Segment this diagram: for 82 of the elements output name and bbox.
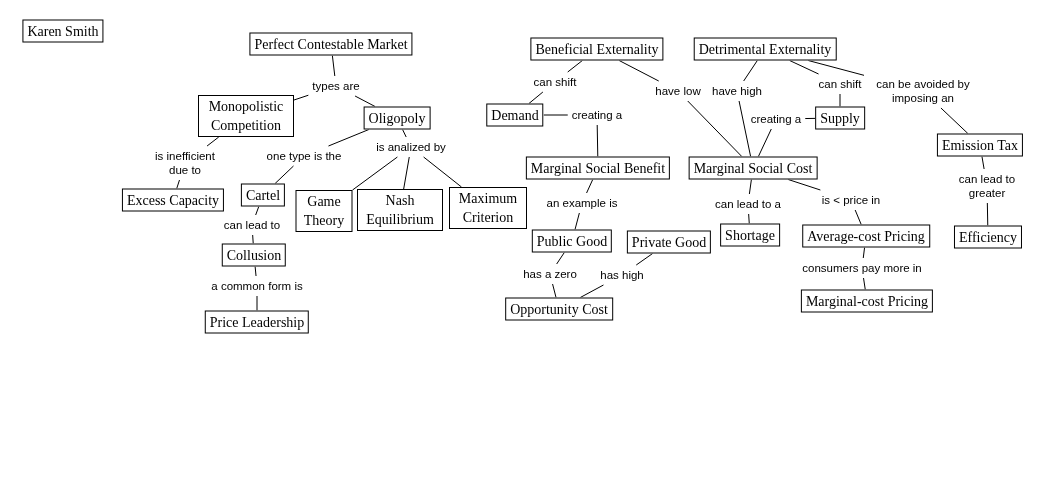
concept-box: Price Leadership <box>204 310 310 334</box>
linking-phrase: has a zero <box>522 267 578 281</box>
linking-phrase: is < price in <box>820 193 882 207</box>
concept-box: Emission Tax <box>936 133 1024 157</box>
concept-box: Marginal Social Cost <box>688 156 818 180</box>
concept-box: Opportunity Cost <box>505 297 613 321</box>
connector-line <box>862 247 866 259</box>
concept-box: Nash Equilibrium <box>357 189 443 231</box>
linking-phrase: can lead to a <box>714 197 782 211</box>
concept-box: Shortage <box>720 223 780 247</box>
connector-line <box>528 91 544 104</box>
concept-box: Demand <box>486 103 544 127</box>
connector-line <box>403 156 410 190</box>
linking-phrase: consumers pay more in <box>801 261 923 275</box>
concept-box: Monopolistic Competition <box>198 95 294 137</box>
concept-box: Detrimental Externality <box>693 37 837 61</box>
connector-line <box>543 114 569 116</box>
linking-phrase: have low <box>654 84 702 98</box>
concept-box: Supply <box>815 106 865 130</box>
connector-line <box>254 266 257 277</box>
connector-line <box>423 156 462 188</box>
linking-phrase: an example is <box>545 196 619 210</box>
connector-line <box>839 93 841 107</box>
connector-line <box>206 136 220 147</box>
concept-box: Oligopoly <box>363 106 431 130</box>
concept-box: Marginal-cost Pricing <box>800 289 934 313</box>
connector-line <box>863 277 866 290</box>
connector-line <box>981 156 985 170</box>
connector-line <box>331 55 336 77</box>
linking-phrase: can lead to <box>222 218 282 232</box>
linking-phrase: creating a <box>570 108 624 122</box>
connector-line <box>579 284 604 298</box>
connector-line <box>402 129 407 138</box>
connector-line <box>854 209 862 225</box>
connector-line <box>940 107 969 134</box>
concept-box: Efficiency <box>954 225 1022 249</box>
connector-line <box>574 212 580 230</box>
connector-line <box>274 165 294 184</box>
connector-line <box>748 179 752 195</box>
concept-box: Beneficial Externality <box>530 37 664 61</box>
linking-phrase: is analized by <box>375 140 447 154</box>
connector-line <box>256 295 258 311</box>
connector-line <box>293 94 309 101</box>
concept-box: Karen Smith <box>22 19 104 43</box>
linking-phrase: one type is the <box>265 149 343 163</box>
concept-box: Perfect Contestable Market <box>249 32 413 56</box>
connector-line <box>743 60 758 82</box>
linking-phrase: can shift <box>532 75 578 89</box>
concept-box: Marginal Social Benefit <box>525 156 671 180</box>
connector-line <box>748 213 750 224</box>
concept-box: Private Good <box>626 230 712 254</box>
concept-box: Public Good <box>531 229 613 253</box>
connector-line <box>352 156 398 191</box>
connector-line <box>255 206 260 216</box>
connector-line <box>252 234 254 244</box>
concept-box: Excess Capacity <box>121 188 225 212</box>
connector-line <box>687 100 743 157</box>
connector-line <box>635 253 654 266</box>
connector-line <box>567 60 583 73</box>
connector-line <box>618 60 660 82</box>
concept-box: Cartel <box>240 183 286 207</box>
linking-phrase: has high <box>599 268 645 282</box>
connector-line <box>804 117 816 120</box>
connector-line <box>596 124 599 157</box>
linking-phrase: have high <box>711 84 763 98</box>
linking-phrase: can shift <box>817 77 863 91</box>
linking-phrase: types are <box>311 79 361 93</box>
connector-line <box>586 179 594 194</box>
connector-line <box>556 252 565 265</box>
linking-phrase: creating a <box>749 112 803 126</box>
connector-line <box>757 128 772 157</box>
linking-phrase: a common form is <box>210 279 304 293</box>
concept-box: Average-cost Pricing <box>802 224 930 248</box>
connector-line <box>552 283 557 298</box>
connector-line <box>986 202 989 226</box>
connector-line <box>176 179 180 189</box>
connector-line <box>354 95 376 107</box>
concept-box: Collusion <box>221 243 287 267</box>
connector-line <box>789 60 820 75</box>
concept-box: Game Theory <box>295 190 353 232</box>
concept-box: Maximum Criterion <box>449 187 527 229</box>
connector-line <box>738 100 752 157</box>
